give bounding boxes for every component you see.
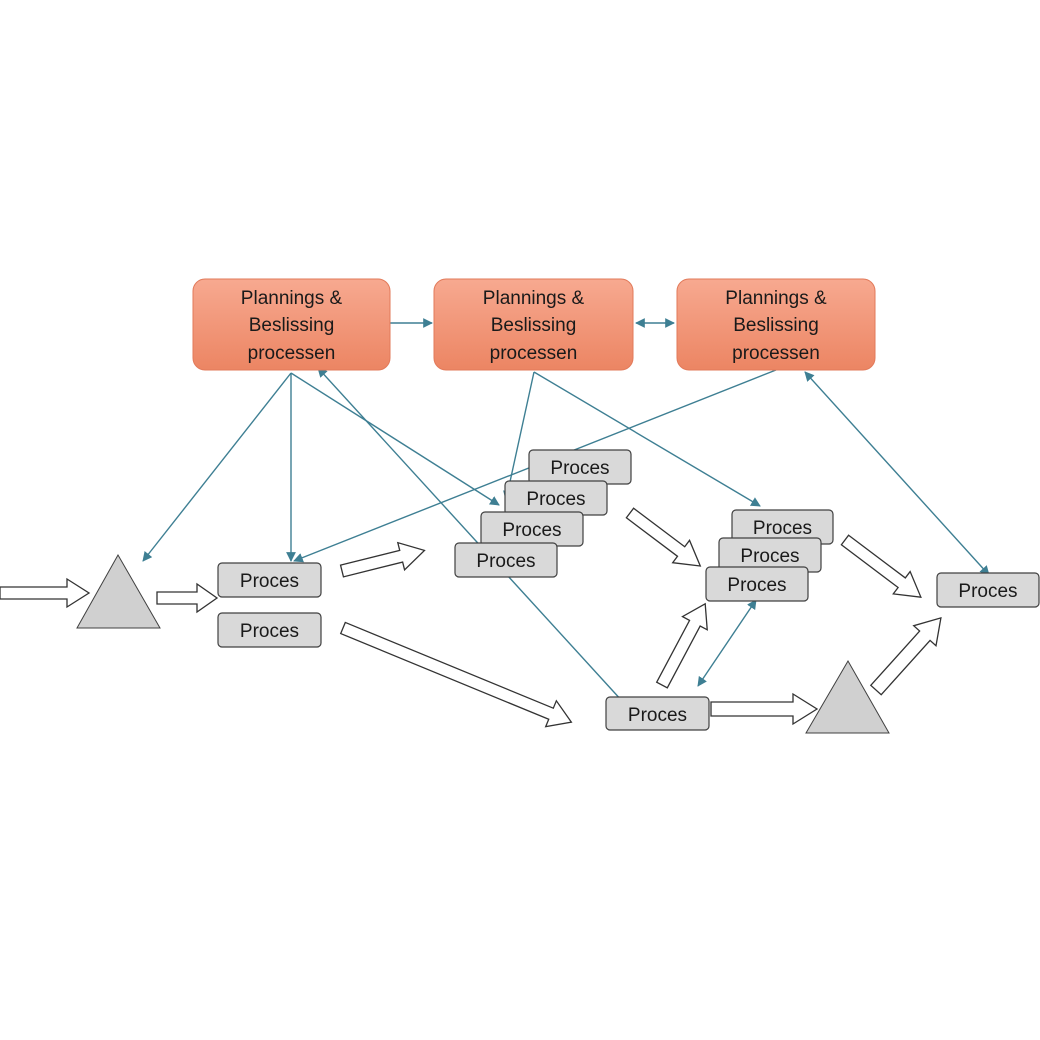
connector-plan1-to-stack1 <box>290 372 500 506</box>
planning-box-1-line-3: processen <box>248 343 336 364</box>
flow-arrow-triangle-to-proces-right <box>869 617 942 696</box>
planning-box-3-line-2: Beslissing <box>733 315 819 336</box>
process-label: Proces <box>502 520 561 541</box>
planning-box-1-line-1: Plannings & <box>241 288 343 309</box>
process-label: Proces <box>958 581 1017 602</box>
triangle-left <box>76 553 161 629</box>
process-box-bottom: Proces <box>605 696 710 731</box>
connector-proces-bottom-to-plan1 <box>317 367 624 703</box>
process-label: Proces <box>753 518 812 539</box>
process-stack-1-item-1: Proces <box>528 449 632 485</box>
connector-plan3-to-proces-right <box>804 371 990 576</box>
process-label: Proces <box>727 575 786 596</box>
connector-plan2-to-stack2 <box>533 371 761 507</box>
flow-arrow-stack2-to-proces-right <box>840 534 922 598</box>
process-stack-2-item-1: Proces <box>731 509 834 545</box>
process-stack-1-item-3: Proces <box>480 511 584 547</box>
planning-box-3: Plannings & Beslissing processen <box>676 278 876 371</box>
process-stack-1-item-4: Proces <box>454 542 558 578</box>
flow-arrow-stack1-to-stack2 <box>625 507 702 567</box>
process-label: Proces <box>476 551 535 572</box>
process-label: Proces <box>628 705 687 726</box>
process-label: Proces <box>550 458 609 479</box>
flow-arrow-proces-bottom-to-stack2 <box>655 602 708 689</box>
process-box-left-top: Proces <box>217 562 322 598</box>
planning-box-2: Plannings & Beslissing processen <box>433 278 634 371</box>
flow-arrow-input <box>0 577 91 609</box>
flow-arrow-proces-to-stack1 <box>339 541 426 578</box>
process-stack-1-item-2: Proces <box>504 480 608 516</box>
process-stack-1: Proces Proces Proces Proces <box>454 449 632 578</box>
process-label: Proces <box>526 489 585 510</box>
triangle-right <box>805 659 890 734</box>
planning-box-3-line-3: processen <box>732 343 820 364</box>
planning-box-1-line-2: Beslissing <box>249 315 335 336</box>
connector-plan2-to-stack1 <box>503 371 535 501</box>
process-label: Proces <box>240 571 299 592</box>
process-stack-2-item-2: Proces <box>718 537 822 573</box>
process-stack-2-item-3: Proces <box>705 566 809 602</box>
process-stack-2: Proces Proces Proces <box>705 509 834 602</box>
planning-box-1: Plannings & Beslissing processen <box>192 278 391 371</box>
planning-box-3-line-1: Plannings & <box>725 288 827 309</box>
flow-arrow-triangle-to-proces <box>156 582 219 614</box>
connector-plan1-to-triangle-left <box>142 372 292 562</box>
flow-arrow-proces-to-proces-bottom <box>339 621 573 728</box>
process-label: Proces <box>240 621 299 642</box>
process-box-right: Proces <box>936 572 1040 608</box>
planning-box-2-line-2: Beslissing <box>491 315 577 336</box>
planning-box-2-line-1: Plannings & <box>483 288 585 309</box>
process-box-left-bottom: Proces <box>217 612 322 648</box>
flow-arrow-proces-bottom-to-triangle <box>710 692 819 726</box>
process-label: Proces <box>740 546 799 567</box>
flow-arrows <box>0 507 942 728</box>
connector-stack2-to-proces-bottom <box>697 599 757 687</box>
planning-box-2-line-3: processen <box>490 343 578 364</box>
